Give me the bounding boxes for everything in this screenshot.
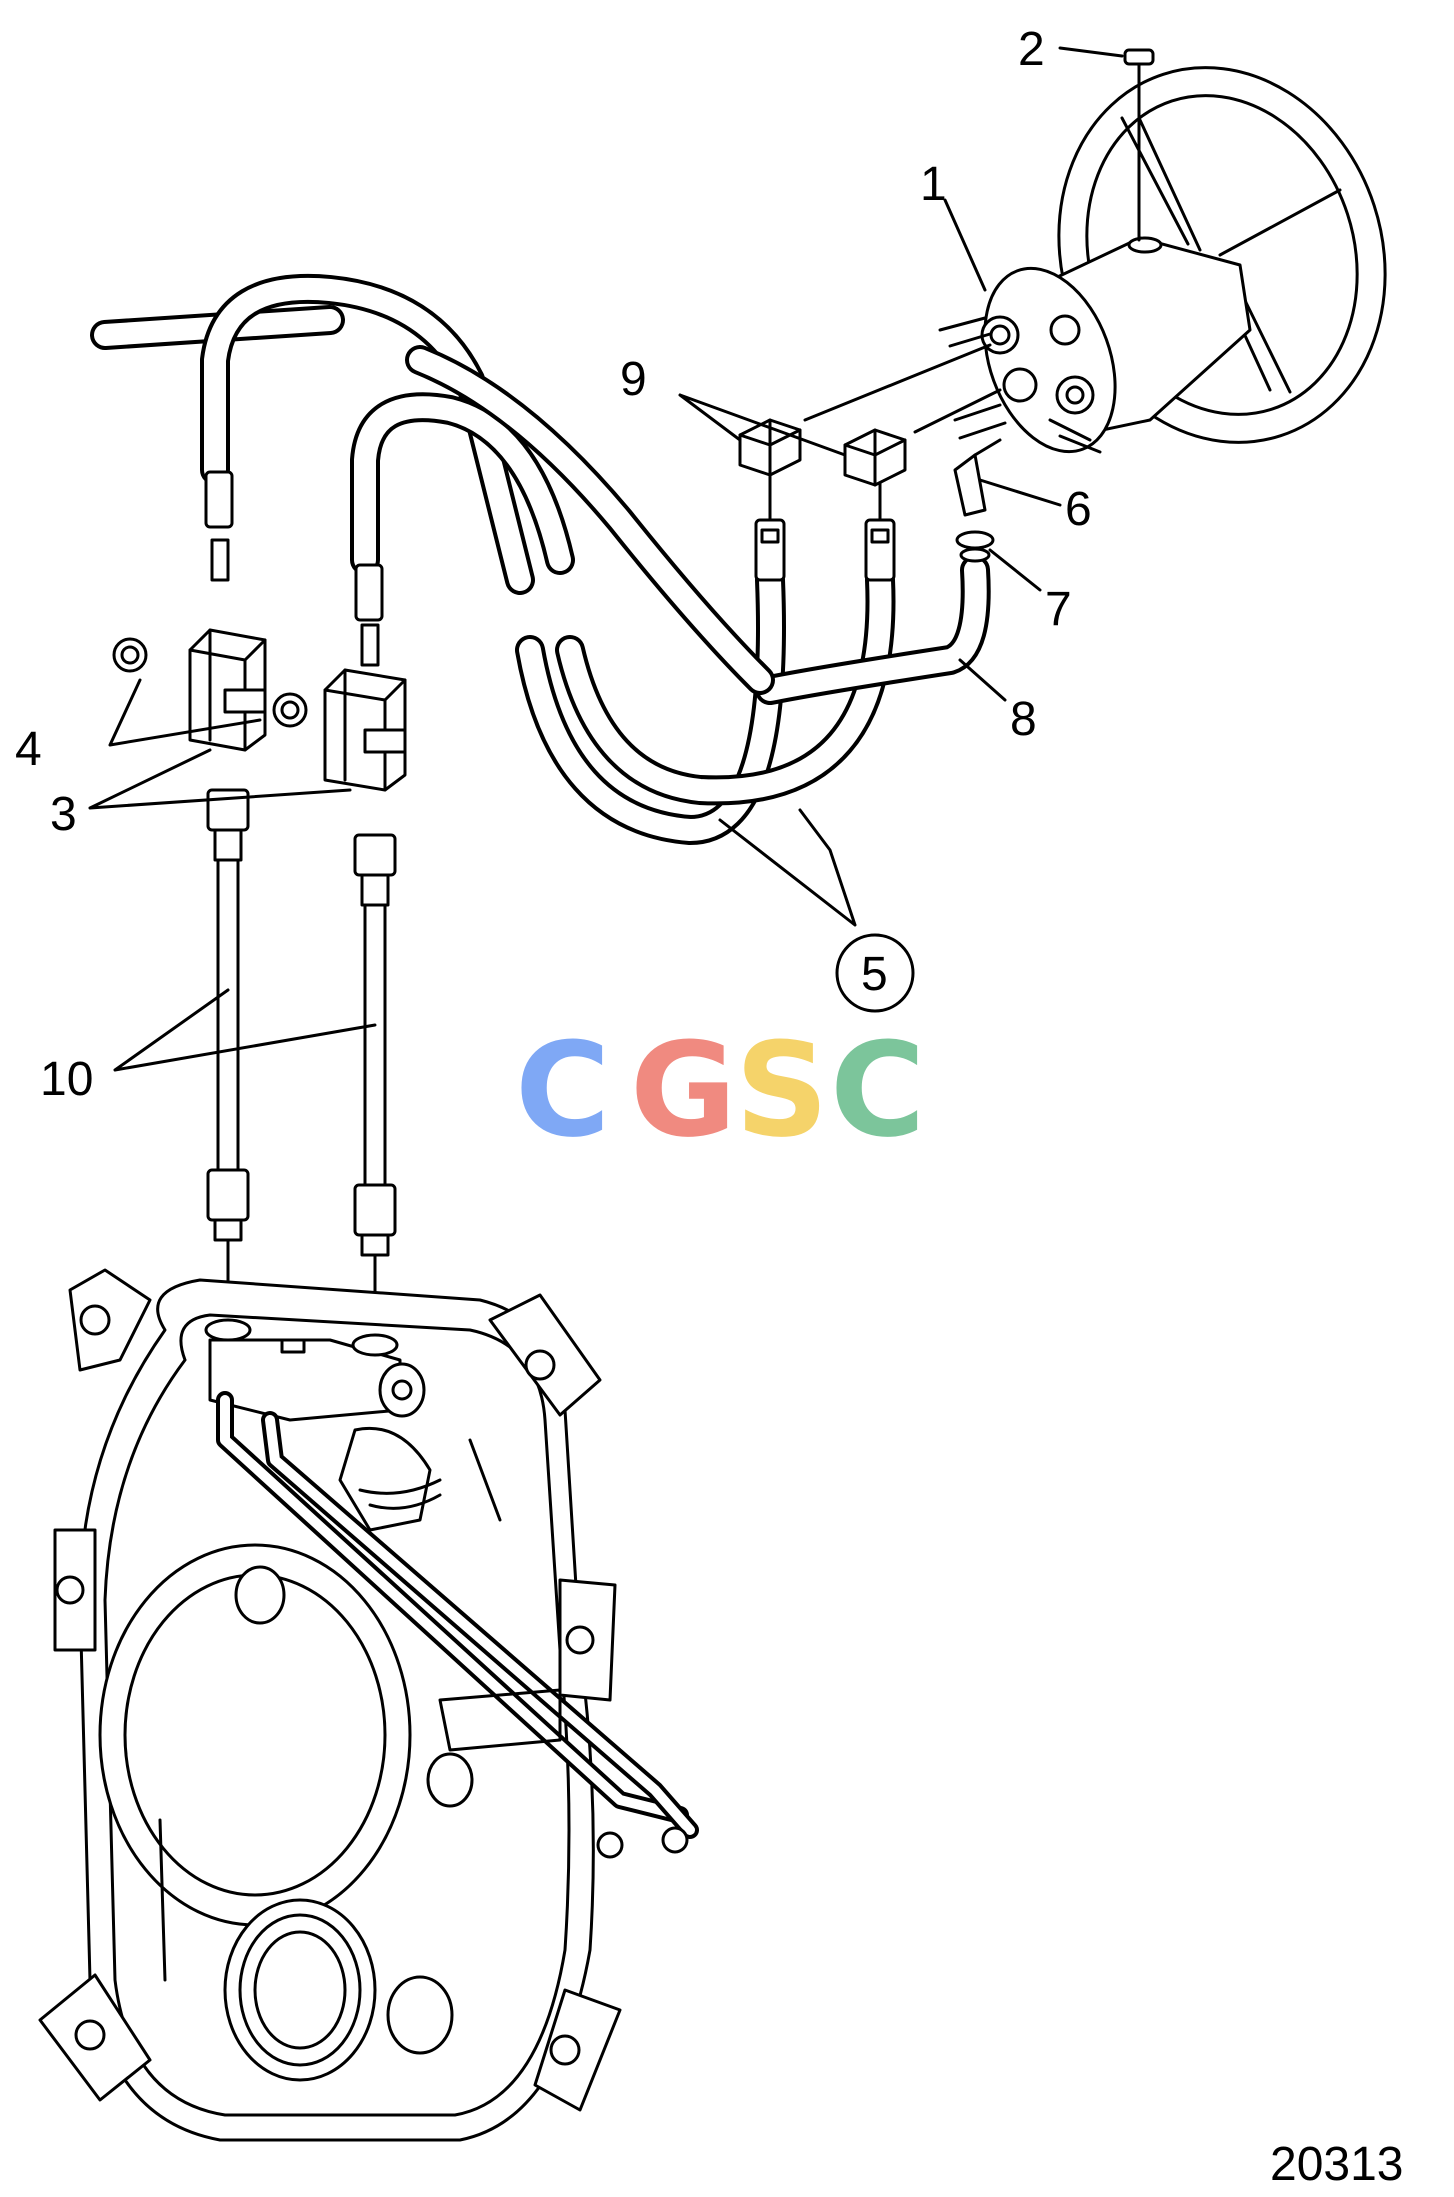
figure-number: 20313 bbox=[1270, 2138, 1403, 2191]
helm-pump bbox=[938, 236, 1252, 454]
callout-5: 5 bbox=[861, 948, 888, 1001]
hose-bundle bbox=[90, 273, 991, 845]
tee-fittings bbox=[112, 470, 407, 792]
angle-adapters bbox=[738, 343, 1002, 487]
callout-6: 6 bbox=[1065, 483, 1092, 536]
callout-8: 8 bbox=[1010, 693, 1037, 746]
leader-lines bbox=[88, 46, 1124, 1072]
callout-3: 3 bbox=[50, 788, 77, 841]
callout-labels: 1 2 3 4 5 6 7 8 9 10 bbox=[15, 23, 1092, 1106]
callout-5-circle bbox=[835, 933, 915, 1013]
hose-end-fittings bbox=[754, 468, 896, 582]
watermark-letter-3: S bbox=[735, 1014, 829, 1166]
steel-pipes bbox=[206, 788, 397, 1337]
callout-1: 1 bbox=[920, 158, 947, 211]
filler-plug bbox=[1123, 48, 1155, 242]
callout-9: 9 bbox=[620, 353, 647, 406]
watermark-letter-4: C bbox=[830, 1014, 925, 1166]
return-connection bbox=[953, 438, 1002, 563]
watermark-letter-1: C bbox=[515, 1014, 610, 1166]
watermark: C G S C bbox=[515, 1014, 925, 1166]
watermark-letter-2: G bbox=[630, 1014, 737, 1166]
callout-7: 7 bbox=[1045, 583, 1072, 636]
callout-4: 4 bbox=[15, 723, 42, 776]
gearbox-housing bbox=[38, 1268, 699, 2142]
callout-10: 10 bbox=[40, 1053, 93, 1106]
callout-2: 2 bbox=[1018, 23, 1045, 76]
